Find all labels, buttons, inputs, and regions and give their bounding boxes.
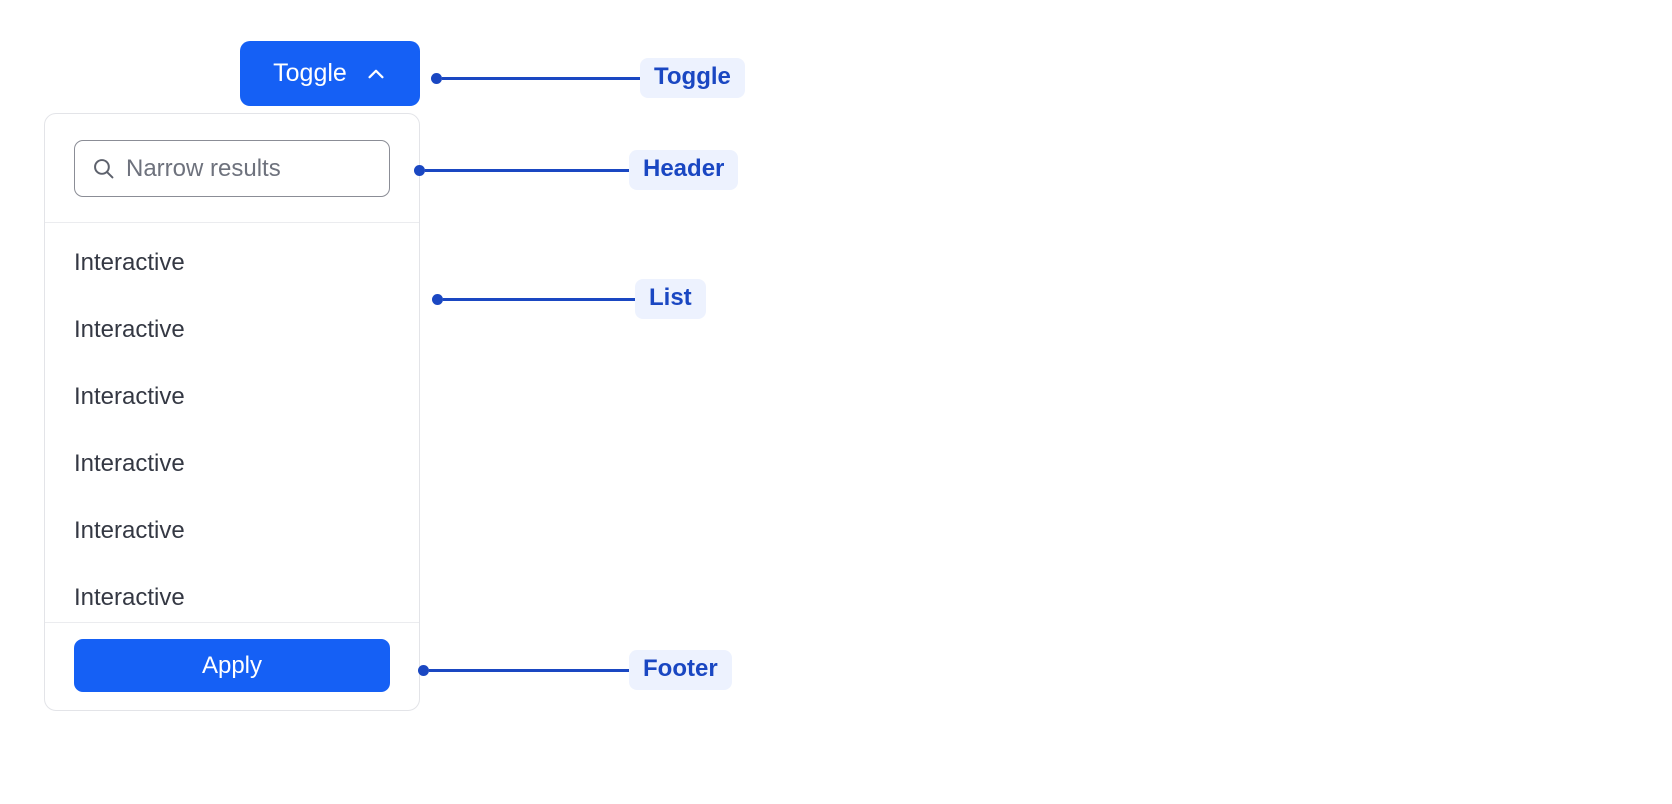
search-input[interactable] [126, 141, 389, 196]
search-icon [91, 156, 126, 181]
toggle-button[interactable]: Toggle [240, 41, 420, 106]
toggle-button-label: Toggle [273, 59, 347, 87]
apply-button[interactable]: Apply [74, 639, 390, 692]
callout-line [425, 168, 629, 172]
list-item[interactable]: Interactive [74, 315, 185, 343]
list-item[interactable]: Interactive [74, 583, 185, 611]
callout-dot-icon [432, 293, 443, 305]
callout-badge-label: List [635, 279, 706, 319]
dropdown-footer: Apply [45, 622, 419, 710]
callout-badge-label: Toggle [640, 58, 745, 98]
list-item[interactable]: Interactive [74, 516, 185, 544]
callout-dot-icon [418, 664, 429, 676]
callout-dot-icon [431, 72, 442, 84]
callout-dot-icon [414, 164, 425, 176]
search-field[interactable] [74, 140, 390, 197]
dropdown-list: Interactive Interactive Interactive Inte… [45, 223, 419, 622]
chevron-up-icon [365, 63, 387, 85]
callout-badge-label: Footer [629, 650, 732, 690]
callout-badge-label: Header [629, 150, 739, 190]
list-item[interactable]: Interactive [74, 248, 185, 276]
callout-line [442, 76, 640, 80]
list-item[interactable]: Interactive [74, 449, 185, 477]
dropdown-header [45, 114, 419, 223]
callout-line [429, 668, 629, 672]
dropdown-panel: Interactive Interactive Interactive Inte… [44, 113, 420, 711]
list-item[interactable]: Interactive [74, 382, 185, 410]
callout-line [443, 297, 635, 301]
